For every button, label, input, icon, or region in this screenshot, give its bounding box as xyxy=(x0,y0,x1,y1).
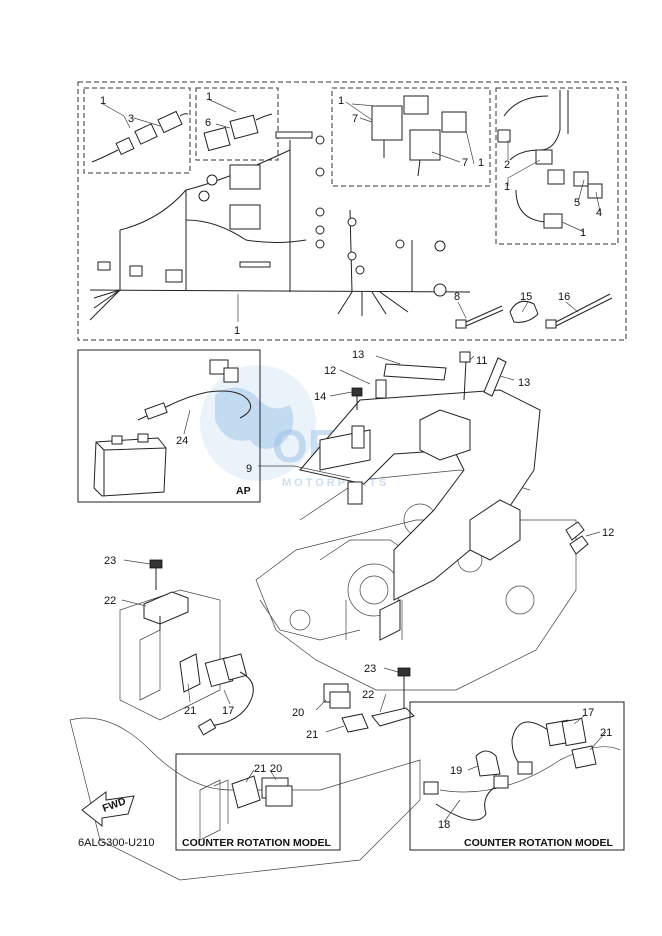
callout-1-main: 1 xyxy=(234,325,240,337)
callout-12a: 12 xyxy=(324,365,336,377)
callout-20a: 20 xyxy=(292,707,304,719)
callout-13b: 13 xyxy=(518,377,530,389)
callout-17b: 17 xyxy=(582,707,594,719)
callout-5: 5 xyxy=(574,197,580,209)
ap-label: AP xyxy=(236,485,251,497)
callout-7b: 7 xyxy=(462,157,468,169)
callout-13a: 13 xyxy=(352,349,364,361)
callout-19: 19 xyxy=(450,765,462,777)
callout-23b: 23 xyxy=(364,663,376,675)
cable-tie-16-part xyxy=(545,293,613,329)
bolt-23a-part xyxy=(149,559,163,590)
counter-rotation-box-left xyxy=(175,753,341,851)
bracket-22b-part xyxy=(371,707,415,727)
sub-harness-part xyxy=(497,90,603,229)
bolt-23b-part xyxy=(397,667,411,710)
ap-box xyxy=(77,349,261,503)
callout-12b: 12 xyxy=(602,527,614,539)
callout-1a: 1 xyxy=(100,95,106,107)
grommet-21b-part xyxy=(341,713,369,733)
callout-14: 14 xyxy=(314,391,326,403)
cr-left-parts xyxy=(199,775,293,841)
clamp-12b-part xyxy=(565,521,589,555)
callout-2: 2 xyxy=(504,159,510,171)
counter-rotation-label-left: COUNTER ROTATION MODEL xyxy=(182,837,332,849)
callout-22a: 22 xyxy=(104,595,116,607)
callout-17a: 17 xyxy=(222,705,234,717)
callout-11: 11 xyxy=(476,355,487,367)
connector-3-box xyxy=(83,87,191,174)
callout-1d: 1 xyxy=(478,157,484,169)
callout-24: 24 xyxy=(176,435,188,447)
cr-right-parts xyxy=(423,717,621,821)
counter-rotation-label-right: COUNTER ROTATION MODEL xyxy=(464,837,614,849)
fwd-arrow-icon xyxy=(81,791,135,828)
callout-6: 6 xyxy=(205,117,211,129)
bracket-22a-part xyxy=(143,591,189,630)
leader-lines xyxy=(102,99,607,823)
callout-18: 18 xyxy=(438,819,450,831)
lead-24-part xyxy=(137,359,252,421)
callout-15: 15 xyxy=(520,291,532,303)
callout-1b: 1 xyxy=(206,91,212,103)
grommet-21a-part xyxy=(179,653,201,693)
callout-1e: 1 xyxy=(504,181,510,193)
connector-6-box xyxy=(195,87,279,161)
sub-harness-box xyxy=(495,87,619,245)
counter-rotation-box-right xyxy=(409,701,625,851)
callout-3: 3 xyxy=(128,113,134,125)
protector-13b-part xyxy=(483,357,507,397)
protector-13a-part xyxy=(383,363,447,381)
callouts: 1 3 1 6 1 7 7 1 2 1 5 4 1 1 8 15 16 24 1… xyxy=(100,91,614,831)
callout-21d: 21 xyxy=(600,727,612,739)
callout-1c: 1 xyxy=(338,95,344,107)
callout-20b: 20 xyxy=(270,763,282,775)
callout-21c: 21 xyxy=(254,763,266,775)
cable-tie-8-part xyxy=(455,305,504,329)
callout-1f: 1 xyxy=(580,227,586,239)
battery-part xyxy=(93,433,167,497)
clamp-15-part xyxy=(509,300,539,323)
callout-22b: 22 xyxy=(362,689,374,701)
callout-16: 16 xyxy=(558,291,570,303)
callout-21a: 21 xyxy=(184,705,196,717)
tie-11-part xyxy=(459,351,471,401)
harness-group-box xyxy=(77,81,627,341)
callout-8: 8 xyxy=(454,291,460,303)
switch-17a-part xyxy=(197,653,254,736)
callout-4: 4 xyxy=(596,207,602,219)
engine-block-part xyxy=(255,469,577,691)
diagram-code: 6ALG300-U210 xyxy=(78,837,154,849)
coupler-7-part xyxy=(371,95,467,177)
callout-9: 9 xyxy=(246,463,252,475)
main-harness-part xyxy=(89,131,471,321)
bracket-9-part xyxy=(299,389,541,641)
coupler-3-part xyxy=(91,110,189,163)
clamp-12a-part xyxy=(375,379,387,399)
lower-left-housing-part xyxy=(69,589,421,881)
switch-20a-part xyxy=(323,683,351,709)
coupler-6-part xyxy=(203,113,273,152)
callout-21b: 21 xyxy=(306,729,318,741)
callout-7a: 7 xyxy=(352,113,358,125)
callout-23a: 23 xyxy=(104,555,116,567)
